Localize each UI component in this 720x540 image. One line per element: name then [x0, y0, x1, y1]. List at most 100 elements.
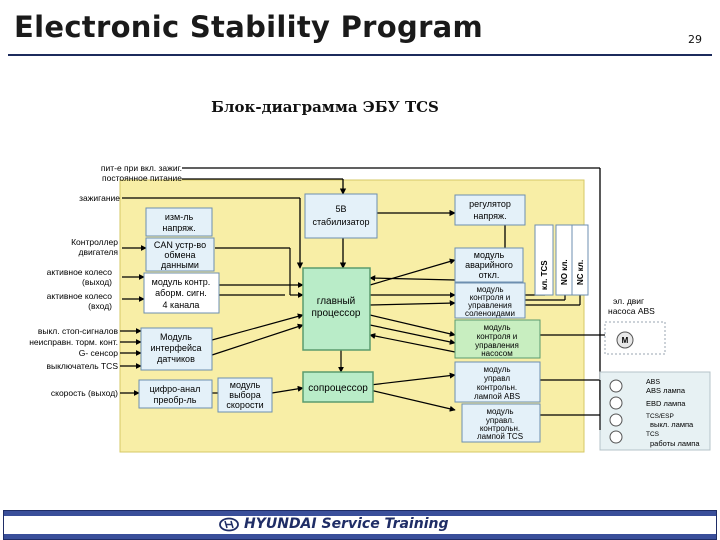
svg-text:модуль: модуль [230, 380, 261, 390]
svg-text:выбора: выбора [229, 390, 260, 400]
warning-lamps: ABS ABS лампа EBD лампа TCS/ESP выкл. ла… [599, 371, 711, 451]
svg-text:управл.: управл. [486, 416, 514, 425]
svg-text:контрольн.: контрольн. [477, 383, 517, 392]
pump-motor: эл. двиг насоса ABS M [604, 296, 666, 355]
svg-text:(выход): (выход) [82, 277, 112, 287]
title-divider [8, 54, 712, 56]
svg-text:модуль: модуль [483, 365, 510, 374]
svg-text:выкл. лампа: выкл. лампа [650, 420, 694, 429]
block-stabilizer: 5В стабилизатор [304, 193, 378, 239]
svg-text:управл: управл [484, 374, 510, 383]
svg-text:модуль: модуль [486, 407, 513, 416]
block-speed-module: модуль выбора скорости [217, 377, 273, 413]
svg-text:контроля и: контроля и [477, 332, 518, 341]
svg-text:лампой TCS: лампой TCS [477, 432, 523, 441]
svg-text:лампой ABS: лампой ABS [474, 392, 520, 401]
svg-text:5В: 5В [335, 204, 346, 214]
svg-text:модуль: модуль [483, 323, 510, 332]
footer-bar: HYUNDAI Service Training [3, 510, 717, 540]
svg-text:скорости: скорости [226, 400, 263, 410]
svg-text:кл. TCS: кл. TCS [540, 260, 549, 290]
footer-service-training: Service Training [321, 516, 449, 532]
svg-text:цифро-анал: цифро-анал [150, 384, 201, 394]
footer-brand-name: HYUNDAI [244, 516, 317, 532]
block-interface-module: Модуль интерфейса датчиков [140, 327, 213, 371]
svg-text:напряж.: напряж. [162, 223, 195, 233]
svg-text:4 канала: 4 канала [163, 300, 200, 310]
svg-text:выкл. стоп-сигналов: выкл. стоп-сигналов [38, 326, 119, 336]
svg-text:пит-е при вкл. зажиг.: пит-е при вкл. зажиг. [101, 163, 182, 173]
block-control-module: модуль контр. аборм. сигн. 4 канала [143, 272, 220, 314]
block-coprocessor: сопроцессор [302, 371, 374, 403]
diagram-subtitle: Блок-диаграмма ЭБУ TCS [211, 98, 439, 116]
tcs-ecu-block-diagram: изм-ль напряж. CAN устр-во обмена данным… [29, 163, 711, 453]
svg-text:активное колесо: активное колесо [47, 291, 113, 301]
block-voltage-meter: изм-ль напряж. [145, 207, 213, 237]
block-tcs-lamp: модуль управл. контрольн. лампой TCS [461, 403, 541, 443]
svg-text:контрольн.: контрольн. [480, 424, 520, 433]
page-number: 29 [688, 33, 702, 46]
svg-text:модуль: модуль [474, 250, 505, 260]
svg-text:соленоидами: соленоидами [465, 309, 515, 318]
hyundai-logo-icon [219, 517, 239, 532]
svg-text:TCS/ESP: TCS/ESP [646, 413, 674, 420]
page-title: Electronic Stability Program [14, 10, 484, 44]
block-pump: модуль контроля и управления насосом [454, 319, 541, 359]
input-labels: пит-е при вкл. зажиг. постоянное питание… [29, 163, 182, 398]
svg-text:(вход): (вход) [88, 301, 112, 311]
svg-text:управления: управления [475, 341, 519, 350]
svg-text:NO кл.: NO кл. [560, 259, 569, 285]
svg-text:CAN устр-во: CAN устр-во [154, 240, 206, 250]
svg-text:NC кл.: NC кл. [576, 260, 585, 285]
svg-text:аборм. сигн.: аборм. сигн. [155, 288, 207, 298]
block-emergency: модуль аварийного откл. [454, 247, 524, 283]
svg-text:модуль: модуль [476, 285, 503, 294]
svg-text:M: M [622, 336, 629, 345]
svg-text:работы лампа: работы лампа [650, 439, 700, 448]
svg-text:Контроллер: Контроллер [71, 237, 118, 247]
svg-text:преобр-ль: преобр-ль [154, 395, 197, 405]
svg-text:неисправн. торм. конт.: неисправн. торм. конт. [29, 337, 118, 347]
lamp-icon [609, 379, 623, 444]
svg-text:напряж.: напряж. [473, 211, 506, 221]
block-solenoid: модуль контроля и управления соленоидами [454, 282, 526, 319]
svg-text:датчиков: датчиков [157, 354, 195, 364]
svg-text:эл. двиг: эл. двиг [613, 296, 644, 306]
svg-text:откл.: откл. [479, 270, 500, 280]
svg-text:двигателя: двигателя [79, 247, 119, 257]
switch-labels: кл. TCS NO кл. NC кл. [534, 224, 589, 296]
svg-text:интерфейса: интерфейса [151, 343, 202, 353]
svg-text:ABS лампа: ABS лампа [646, 386, 686, 395]
svg-text:постоянное питание: постоянное питание [102, 173, 182, 183]
svg-text:стабилизатор: стабилизатор [313, 217, 370, 227]
svg-text:обмена: обмена [164, 250, 195, 260]
svg-text:модуль контр.: модуль контр. [152, 277, 211, 287]
svg-text:данными: данными [161, 260, 199, 270]
block-abs-lamp: модуль управл контрольн. лампой ABS [454, 361, 541, 403]
block-main-processor: главный процессор [302, 267, 371, 351]
svg-text:сопроцессор: сопроцессор [308, 383, 368, 394]
svg-text:G- сенсор: G- сенсор [79, 348, 119, 358]
block-can: CAN устр-во обмена данными [145, 237, 215, 272]
svg-text:Модуль: Модуль [160, 332, 192, 342]
svg-text:контроля и: контроля и [470, 293, 511, 302]
svg-text:изм-ль: изм-ль [165, 212, 194, 222]
footer-brand: HYUNDAI Service Training [244, 516, 448, 532]
svg-text:зажигание: зажигание [79, 193, 120, 203]
input-lines [120, 245, 147, 396]
svg-text:TCS: TCS [646, 431, 660, 438]
svg-text:аварийного: аварийного [465, 260, 513, 270]
motor-icon [616, 331, 634, 349]
block-regulator: регулятор напряж. [454, 194, 526, 226]
svg-text:выключатель TCS: выключатель TCS [46, 361, 118, 371]
svg-text:процессор: процессор [312, 308, 361, 319]
svg-text:регулятор: регулятор [469, 199, 511, 209]
svg-text:активное колесо: активное колесо [47, 267, 113, 277]
svg-text:EBD лампа: EBD лампа [646, 399, 686, 408]
svg-text:скорость (выход): скорость (выход) [51, 388, 118, 398]
svg-text:ABS: ABS [646, 379, 660, 386]
svg-text:управления: управления [468, 301, 512, 310]
svg-text:главный: главный [317, 296, 355, 307]
svg-text:насоса ABS: насоса ABS [608, 306, 655, 316]
block-dac: цифро-анал преобр-ль [138, 379, 213, 409]
